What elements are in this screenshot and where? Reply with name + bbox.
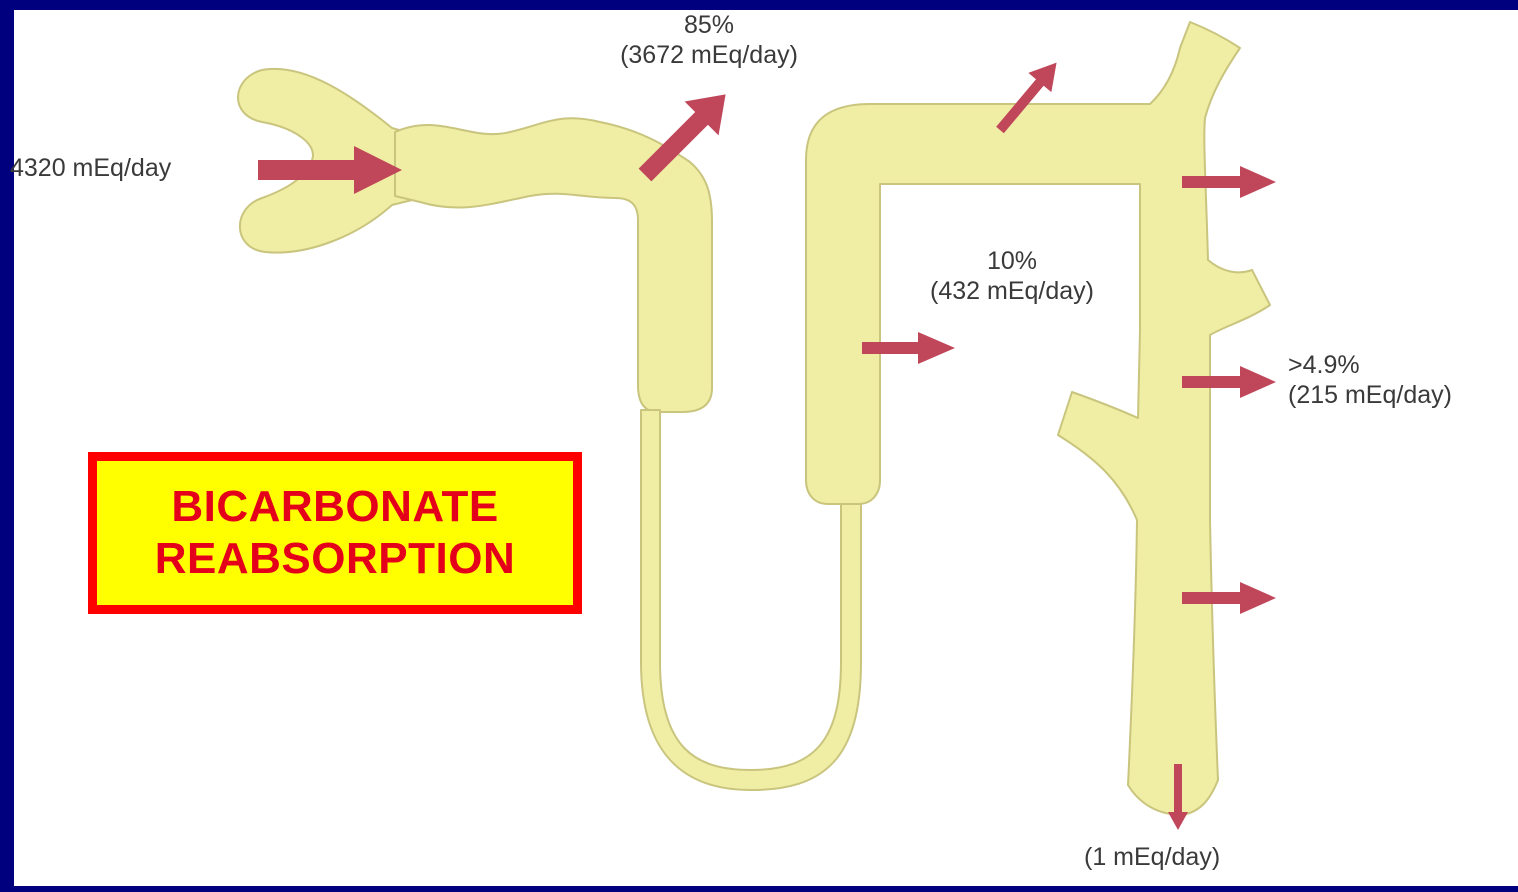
distal-tubule-and-collecting-duct <box>806 22 1270 815</box>
title-line-2: REABSORPTION <box>155 533 515 585</box>
proximal-percent-label: 85% <box>584 10 834 40</box>
proximal-amount-label: (3672 mEq/day) <box>584 40 834 70</box>
filtered-load-label: 4320 mEq/day <box>10 153 171 183</box>
loop-label-group: 10% (432 mEq/day) <box>894 246 1130 306</box>
collecting-amount-label: (215 mEq/day) <box>1288 380 1452 410</box>
loop-amount-label: (432 mEq/day) <box>894 276 1130 306</box>
proximal-label-group: 85% (3672 mEq/day) <box>584 10 834 70</box>
title-line-1: BICARBONATE <box>171 481 498 533</box>
loop-percent-label: 10% <box>894 246 1130 276</box>
collecting-percent-label: >4.9% <box>1288 350 1452 380</box>
title-box: BICARBONATE REABSORPTION <box>88 452 582 614</box>
collecting-label-group: >4.9% (215 mEq/day) <box>1288 350 1452 410</box>
urine-amount-label: (1 mEq/day) <box>1084 842 1220 872</box>
